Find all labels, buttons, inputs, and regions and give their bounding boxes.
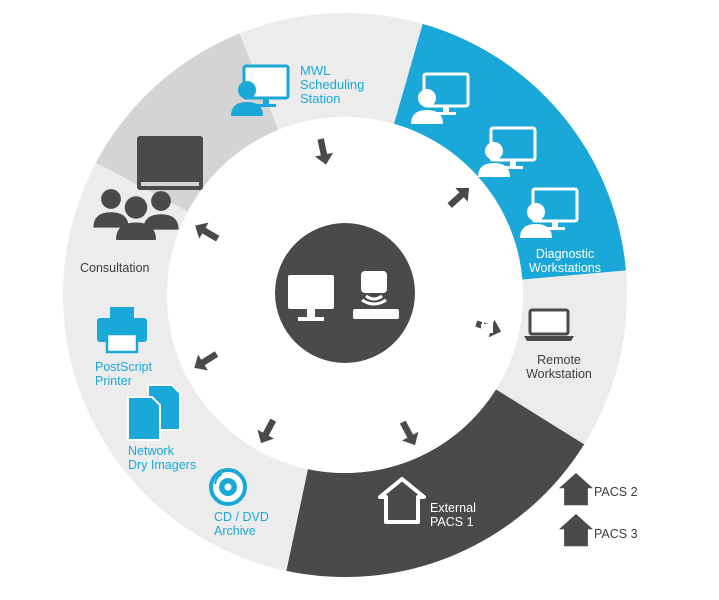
film-sheets-icon xyxy=(127,384,181,441)
postscript-printer-label: PostScript Printer xyxy=(95,360,152,388)
remote-workstation-label: Remote Workstation xyxy=(526,353,592,381)
server-and-monitor-icon xyxy=(288,271,399,321)
network-dry-imagers-label: Network Dry Imagers xyxy=(128,444,197,472)
ring-segment-diagnostic xyxy=(394,23,626,280)
pacs2-label: PACS 2 xyxy=(594,485,638,499)
house-icon xyxy=(559,473,593,506)
workstation-user-icon xyxy=(520,187,579,238)
disc-icon xyxy=(209,468,247,506)
external-pacs-label: External PACS 1 xyxy=(430,501,476,529)
house-icon xyxy=(378,477,426,524)
mwl-scheduling-station-label: MWL Scheduling Station xyxy=(300,63,365,106)
printer-icon xyxy=(97,307,147,354)
center-hub xyxy=(275,223,415,363)
workstation-user-icon xyxy=(478,126,537,177)
house-icon xyxy=(559,514,593,547)
workstation-user-icon xyxy=(411,72,470,124)
cd-dvd-archive-label: CD / DVD Archive xyxy=(214,510,269,538)
pacs3-label: PACS 3 xyxy=(594,527,638,541)
ring-segment-external-pacs xyxy=(286,389,585,577)
lock-icon xyxy=(481,316,493,333)
diagnostic-workstations-label: Diagnostic Workstations xyxy=(528,247,601,275)
consultation-label: Consultation xyxy=(80,261,150,275)
large-monitor-icon xyxy=(137,136,203,190)
laptop-icon xyxy=(524,308,574,341)
